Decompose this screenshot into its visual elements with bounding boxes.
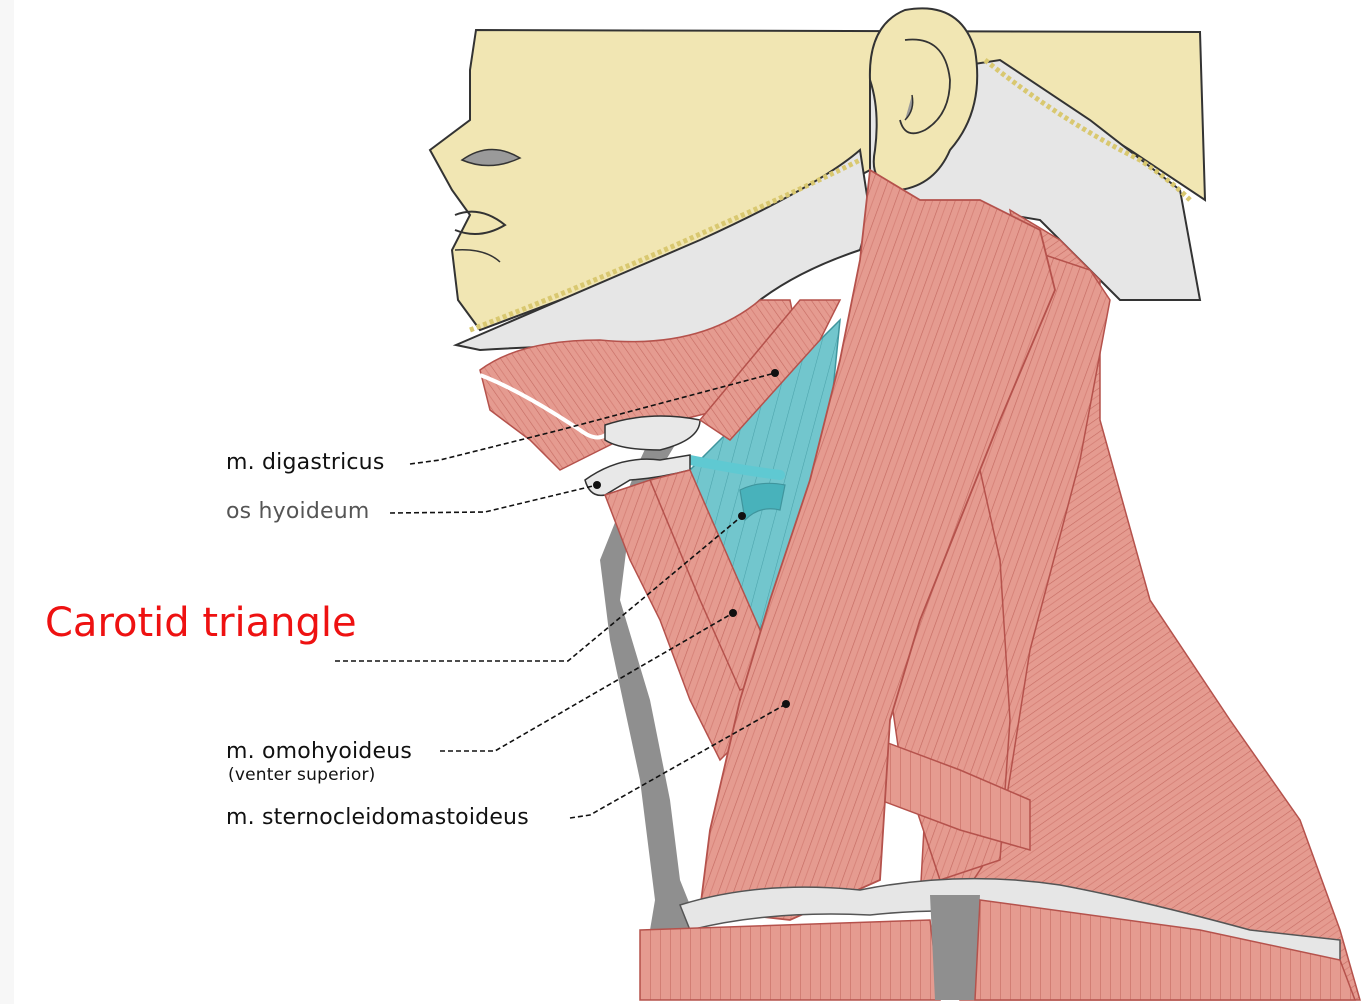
leader-hyoid xyxy=(389,484,598,514)
nostril xyxy=(460,148,522,167)
lips xyxy=(454,210,507,235)
hyoid-greater-horn xyxy=(685,455,785,480)
digastric-tendon-loop xyxy=(604,415,701,451)
dot-omohyoid xyxy=(729,609,737,617)
diagram-title: Carotid triangle xyxy=(45,600,357,646)
neck-shadow xyxy=(600,190,800,990)
label-scm: m. sternocleidomastoideus xyxy=(226,805,529,830)
leader-lines xyxy=(335,372,787,819)
pectoral-muscle-left xyxy=(639,919,941,1001)
label-omohyoid-sub: (venter superior) xyxy=(228,765,376,785)
dot-triangle xyxy=(738,512,746,520)
label-omohyoid: m. omohyoideus xyxy=(226,739,413,764)
label-digastric: m. digastricus xyxy=(226,450,385,475)
leader-triangle xyxy=(335,515,743,662)
label-hyoid: os hyoideum xyxy=(226,499,370,524)
leader-dots xyxy=(593,369,790,708)
pectoral-muscle-right xyxy=(974,899,1357,1001)
left-margin-band xyxy=(0,0,14,1004)
sternocleidomastoid-muscle xyxy=(698,168,1056,921)
digastric-posterior-belly xyxy=(698,299,842,441)
leader-omohyoid xyxy=(440,612,734,752)
sternum-gap xyxy=(930,895,980,1000)
leader-digastric xyxy=(409,372,776,465)
dot-hyoid xyxy=(593,481,601,489)
dot-scm xyxy=(782,700,790,708)
dot-digastric xyxy=(771,369,779,377)
leader-scm xyxy=(569,703,787,819)
